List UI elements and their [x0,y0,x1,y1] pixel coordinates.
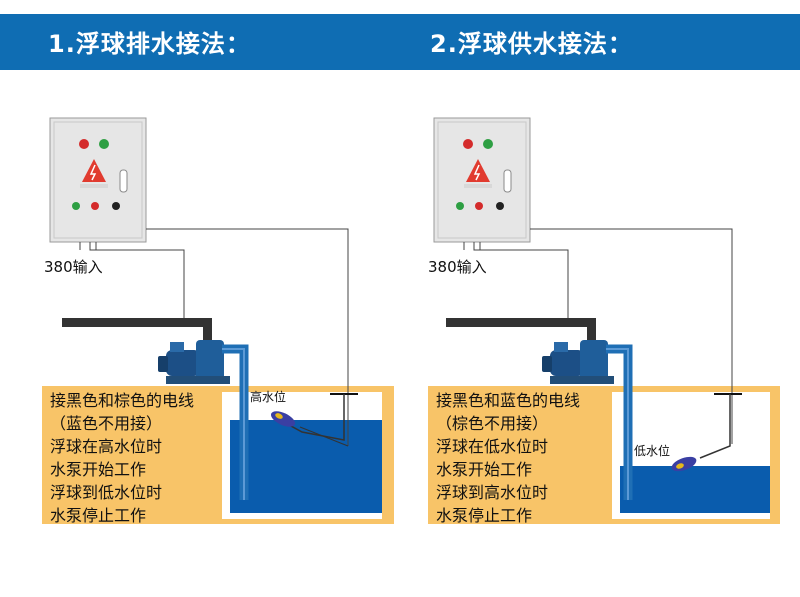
right-power-wire [463,242,481,250]
left-desc-line: 接黑色和棕色的电线 [50,391,194,410]
left-desc-line: 水泵开始工作 [50,460,146,479]
right-desc-line: （棕色不用接） [436,414,548,433]
left-stop-button-icon [91,202,99,210]
right-motor-wire [473,242,569,318]
header-bar: 1.浮球排水接法： 2.浮球供水接法： [0,14,800,70]
left-warning-icon [82,159,106,182]
right-pump [542,340,614,384]
left-desc-line: （蓝色不用接） [50,414,162,433]
left-input-label: 380输入 [44,258,103,276]
left-diagram: 380输入 高水位 接黑色和棕色的电线 （蓝色不用接） 浮球在高水位时 水泵开始… [42,117,394,525]
right-desc-line: 水泵开始工作 [436,460,532,479]
right-level-label: 低水位 [634,443,670,458]
right-desc-line: 浮球在低水位时 [436,437,548,456]
left-desc-line: 浮球在高水位时 [50,437,162,456]
right-description: 接黑色和蓝色的电线 （棕色不用接） 浮球在低水位时 水泵开始工作 浮球到高水位时… [436,391,580,525]
left-control-cabinet [49,117,147,243]
left-discharge-pipe [62,318,210,327]
right-green-indicator-icon [483,139,493,149]
right-red-indicator-icon [463,139,473,149]
right-start-button-icon [456,202,464,210]
left-pump [158,340,230,384]
left-cabinet-lock [119,169,128,193]
left-description: 接黑色和棕色的电线 （蓝色不用接） 浮球在高水位时 水泵开始工作 浮球到低水位时… [50,391,194,525]
left-water [230,420,382,513]
left-desc-line: 浮球到低水位时 [50,483,162,502]
left-red-indicator-icon [79,139,89,149]
left-motor-wire [89,242,185,318]
left-selector-switch-icon [112,202,120,210]
left-discharge-riser [203,318,212,342]
left-level-label: 高水位 [250,389,286,404]
right-discharge-pipe [446,318,594,327]
right-cabinet-lock [503,169,512,193]
left-float-wire [146,228,349,446]
right-water [620,466,770,513]
right-desc-line: 水泵停止工作 [436,506,532,525]
right-diagram: 380输入 低水位 接黑色和蓝色的电线 （棕色不用接） 浮球在低水位时 水泵开始… [428,117,780,525]
left-desc-line: 水泵停止工作 [50,506,146,525]
left-power-wire [79,242,97,250]
right-warning-icon [466,159,490,182]
right-input-label: 380输入 [428,258,487,276]
right-stop-button-icon [475,202,483,210]
right-section-title: 2.浮球供水接法： [430,30,633,58]
left-green-indicator-icon [99,139,109,149]
right-desc-line: 浮球到高水位时 [436,483,548,502]
right-discharge-riser [587,318,596,342]
left-section-title: 1.浮球排水接法： [48,30,251,58]
left-start-button-icon [72,202,80,210]
right-desc-line: 接黑色和蓝色的电线 [436,391,580,410]
right-float-wire [530,228,733,444]
right-selector-switch-icon [496,202,504,210]
right-control-cabinet [433,117,531,243]
